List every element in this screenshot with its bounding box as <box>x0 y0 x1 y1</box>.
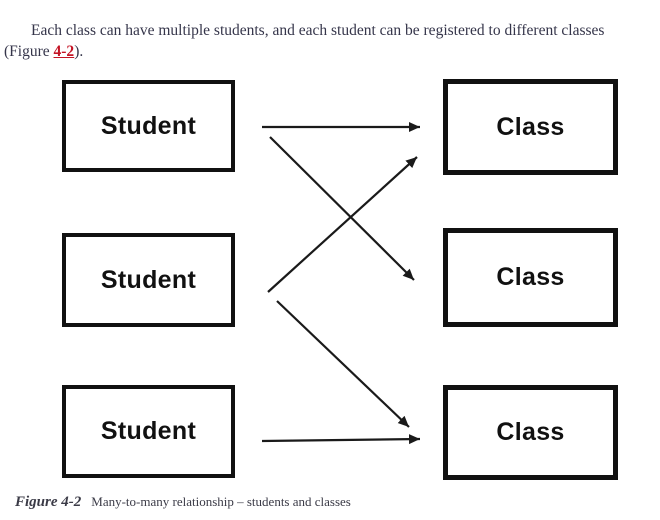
paragraph-line2-prefix: (Figure <box>4 42 54 60</box>
paragraph-line1: Each class can have multiple students, a… <box>31 21 605 39</box>
class-box-1: Class <box>443 79 618 175</box>
intro-paragraph: Each class can have multiple students, a… <box>4 20 657 62</box>
figure-caption-label: Figure 4-2 <box>15 494 82 510</box>
arrow-student-2-to-class-3 <box>276 300 410 428</box>
figure-caption: Figure 4-2 Many-to-many relationship – st… <box>15 493 351 511</box>
class-box-1-label: Class <box>496 112 565 141</box>
student-box-3: Student <box>62 385 235 478</box>
figure-4-2-link[interactable]: 4-2 <box>53 42 75 60</box>
arrow-student-2-to-class-1 <box>267 156 418 293</box>
class-box-2-label: Class <box>496 263 565 291</box>
student-box-3-label: Student <box>100 417 197 445</box>
student-box-2-label: Student <box>100 265 197 294</box>
figure-caption-text: Many-to-many relationship – students and… <box>91 494 351 509</box>
paragraph-line2-suffix: ). <box>74 42 84 60</box>
class-box-2: Class <box>443 228 618 327</box>
class-box-3: Class <box>443 385 618 480</box>
class-box-3-label: Class <box>496 418 565 446</box>
arrow-student-3-to-class-3 <box>261 434 421 445</box>
student-box-1: Student <box>62 80 235 172</box>
student-box-1-label: Student <box>100 111 197 140</box>
arrow-student-1-to-class-2 <box>269 136 415 281</box>
student-box-2: Student <box>62 233 235 327</box>
